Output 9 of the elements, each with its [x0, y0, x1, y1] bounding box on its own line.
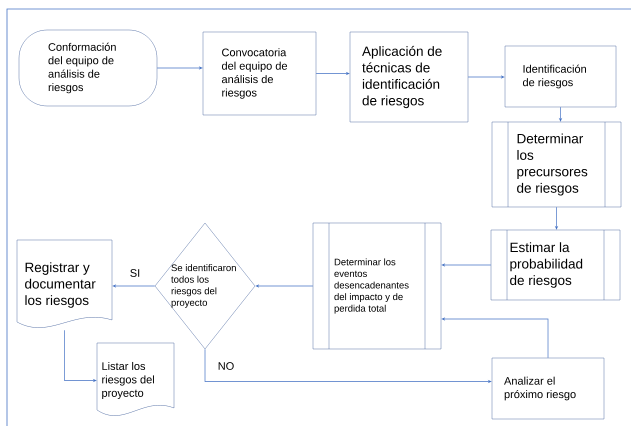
subprocess-box: Determinar los eventos desencadenantes del impacto y de perdida total: [312, 222, 442, 350]
edge-label: SI: [128, 268, 142, 278]
process-box: Convocatoria del equipo de análisis de riesgos: [202, 32, 316, 116]
process-box: Identificación de riesgos: [504, 46, 616, 108]
subprocess-box: Estimar la probabilidad de riesgos: [490, 230, 620, 300]
subprocess-box: Determinar los precursores de riesgos: [492, 122, 622, 208]
process-box: Aplicación de técnicas de identificación de riesgos: [350, 32, 468, 122]
process-box: Analizar el próximo riesgo: [492, 358, 604, 420]
edge-label: NO: [216, 361, 236, 371]
